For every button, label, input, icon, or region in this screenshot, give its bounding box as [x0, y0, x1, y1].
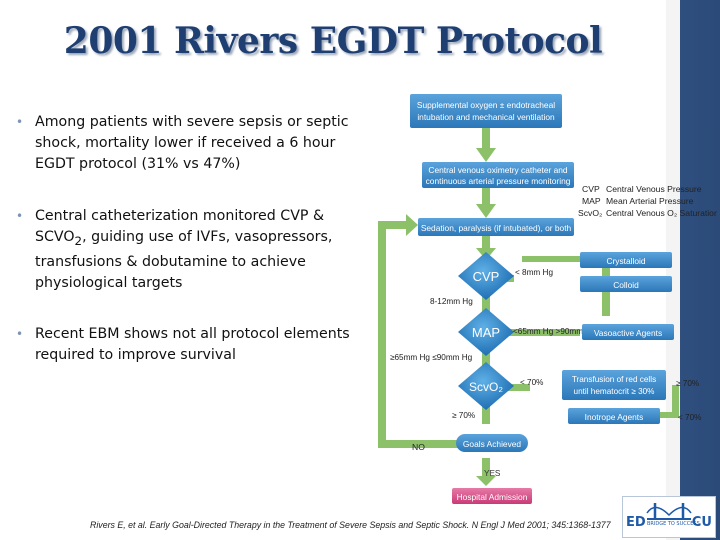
box1-line2: intubation and mechanical ventilation	[417, 112, 555, 122]
bullet-mortality: • Among patients with severe sepsis or s…	[16, 112, 375, 175]
vasoactive-text: Vasoactive Agents	[594, 328, 662, 338]
bullet-subscript: 2	[74, 233, 83, 248]
cvp-ok-label: 8-12mm Hg	[430, 297, 473, 306]
legend-scvo2-abbr: ScvO₂	[578, 208, 602, 218]
cvp-low-label: < 8mm Hg	[515, 268, 553, 277]
sedation-text: Sedation, paralysis (if intubated), or b…	[421, 223, 572, 233]
transfusion-line1: Transfusion of red cells	[572, 375, 656, 384]
bullet-catheterization: • Central catheterization monitored CVP …	[16, 206, 375, 294]
logo-cu-text: CU	[691, 515, 712, 530]
legend-cvp-text: Central Venous Pressure	[606, 184, 702, 194]
map-decision-node	[458, 308, 514, 356]
scvo2-label: ScvO₂	[469, 380, 503, 394]
legend-map-abbr: MAP	[582, 196, 601, 206]
cvp-decision-node	[458, 252, 514, 300]
bullet-text: Recent EBM shows not all protocol elemen…	[35, 326, 350, 363]
transfusion-line2: until hematocrit ≥ 30%	[574, 387, 655, 396]
oxygen-intubation-box	[410, 94, 562, 128]
hospital-admission-text: Hospital Admission	[457, 492, 528, 502]
map-range-label: <65mm Hg >90mm Hg	[513, 327, 596, 336]
crystalloid-text: Crystalloid	[606, 256, 645, 266]
colloid-box	[580, 276, 672, 292]
citation: Rivers E, et al. Early Goal-Directed The…	[90, 520, 611, 530]
box2-line2: continuous arterial pressure monitoring	[426, 176, 571, 186]
map-label: MAP	[472, 325, 500, 340]
scvo2-ge70-right: ≥ 70%	[676, 379, 699, 388]
scvo2-low-label: < 70%	[520, 378, 543, 387]
bridge-icon	[646, 503, 692, 520]
inotrope-box	[568, 408, 660, 424]
legend-map-text: Mean Arterial Pressure	[606, 196, 694, 206]
abbreviation-legend: CVP Central Venous Pressure MAP Mean Art…	[578, 184, 717, 218]
box2-line1: Central venous oximetry catheter and	[428, 165, 568, 175]
scvo2-decision-node	[458, 362, 514, 410]
egdt-flowchart: Supplemental oxygen ± endotracheal intub…	[378, 94, 717, 504]
bullet-dot-icon: •	[16, 115, 24, 129]
logo-tagline: BRIDGE TO SUCCESS	[647, 521, 700, 527]
bullet-text: Central catheterization monitored CVP & …	[35, 208, 325, 245]
bullet-ebm: • Recent EBM shows not all protocol elem…	[16, 324, 375, 366]
cvp-label: CVP	[473, 269, 500, 284]
goals-achieved-box	[456, 434, 528, 452]
legend-scvo2-text: Central Venous O₂ Saturation	[606, 208, 717, 218]
legend-cvp-abbr: CVP	[582, 184, 600, 194]
transfusion-box	[562, 370, 666, 400]
inotrope-text: Inotrope Agents	[585, 412, 644, 422]
hospital-admission-box	[452, 488, 532, 504]
bullet-dot-icon: •	[16, 209, 24, 223]
bullet-dot-icon: •	[16, 327, 24, 341]
goals-achieved-text: Goals Achieved	[463, 439, 522, 449]
colloid-text: Colloid	[613, 280, 639, 290]
vasoactive-box	[582, 324, 674, 340]
catheter-monitoring-box	[422, 162, 574, 188]
box1-line1: Supplemental oxygen ± endotracheal	[417, 100, 555, 110]
edcu-logo: ED CU BRIDGE TO SUCCESS	[622, 496, 716, 538]
scvo2-ge70-left: ≥ 70%	[452, 411, 475, 420]
sedation-box	[418, 218, 574, 236]
map-ok-label: ≥65mm Hg ≤90mm Hg	[390, 353, 473, 362]
no-label: NO	[412, 442, 425, 452]
scvo2-lt70-right: < 70%	[678, 413, 701, 422]
slide-title: 2001 Rivers EGDT Protocol	[63, 20, 603, 62]
bullet-text-cont: , guiding use of IVFs, vasopressors, tra…	[35, 229, 333, 291]
crystalloid-box	[580, 252, 672, 268]
bullet-text: Among patients with severe sepsis or sep…	[35, 114, 349, 172]
yes-label: YES	[484, 469, 501, 478]
logo-ed-text: ED	[626, 515, 646, 530]
